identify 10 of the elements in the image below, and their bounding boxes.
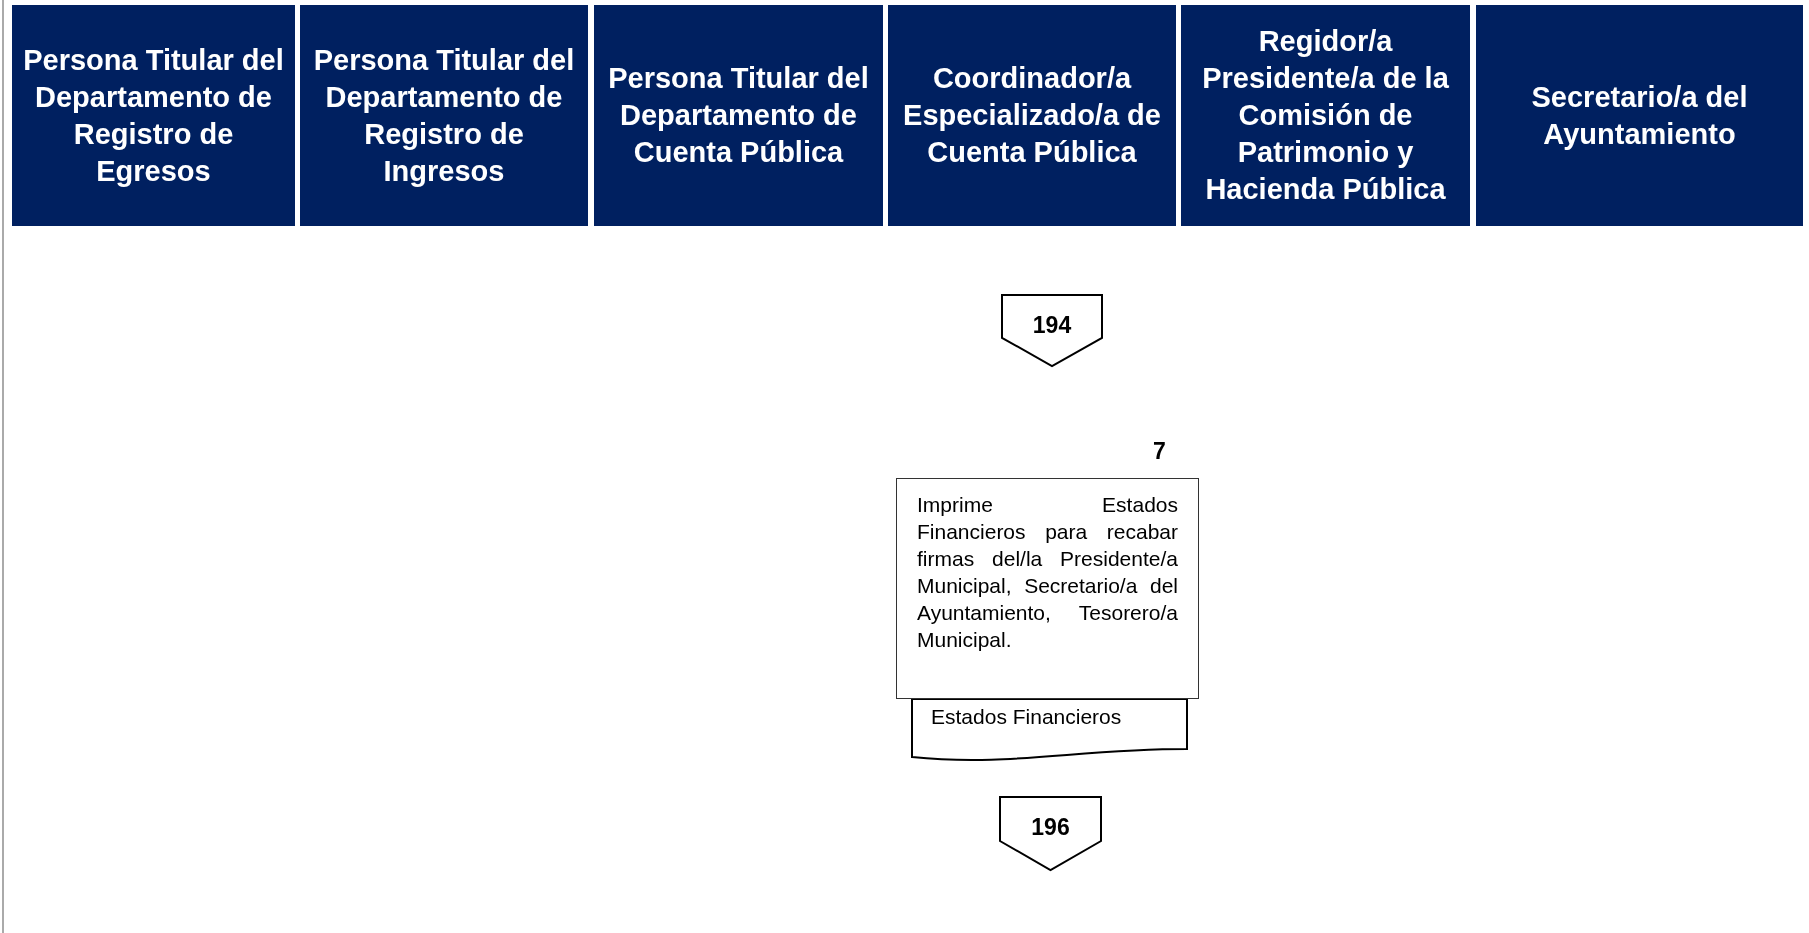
- lane-header: Persona Titular del Departamento de Registro de Ingresos: [300, 5, 588, 226]
- off-page-connector: 194: [1001, 294, 1103, 367]
- lane-header: Coordinador/a Especializado/a de Cuenta Pública: [888, 5, 1176, 226]
- lane-header: Secretario/a del Ayuntamiento: [1476, 5, 1803, 226]
- document-shape: Estados Financieros: [911, 699, 1188, 763]
- lane-header: Persona Titular del Departamento de Registro de Egresos: [12, 5, 295, 226]
- lane-header: Regidor/a Presidente/a de la Comisión de Patrimonio y Hacienda Pública: [1181, 5, 1470, 226]
- lane-header: Persona Titular del Departamento de Cuenta Pública: [594, 5, 883, 226]
- off-page-connector: 196: [999, 796, 1102, 871]
- step-number: 7: [1153, 438, 1166, 465]
